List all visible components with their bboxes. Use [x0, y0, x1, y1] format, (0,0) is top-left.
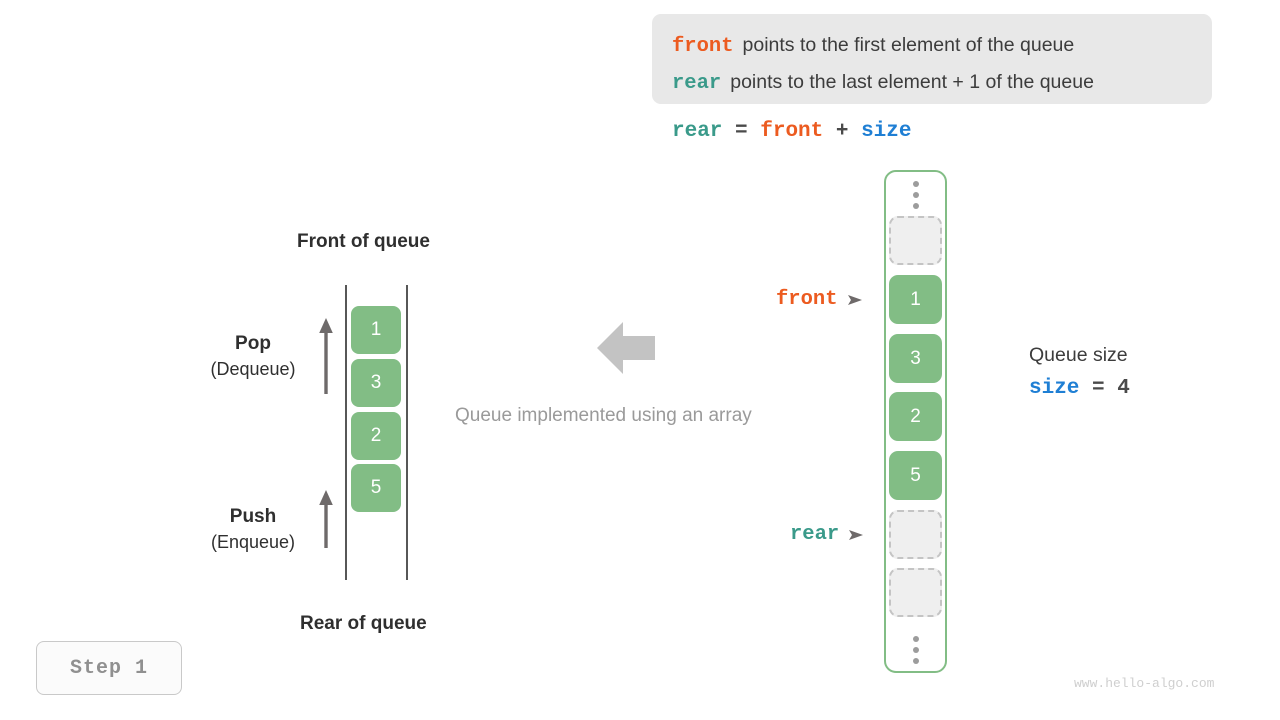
queue-size-block: Queue size size = 4 [1029, 344, 1130, 400]
size-equals: = [1079, 377, 1118, 400]
queue-cell: 2 [351, 412, 401, 460]
front-pointer: front [776, 288, 863, 311]
array-caption: Queue implemented using an array [455, 405, 752, 426]
push-up-arrow-icon [319, 490, 333, 548]
array-slot-empty [889, 568, 942, 617]
left-arrow-icon [597, 322, 655, 374]
rear-formula: rear = front + size [672, 120, 911, 143]
array-slot-filled: 2 [889, 392, 942, 441]
formula-rear: rear [672, 120, 723, 143]
front-of-queue-label: Front of queue [297, 231, 430, 252]
array-ellipsis-top-icon [912, 181, 919, 209]
queue-cell: 1 [351, 306, 401, 354]
step-badge: Step 1 [36, 641, 182, 695]
queue-cell: 3 [351, 359, 401, 407]
array-ellipsis-bottom-icon [912, 636, 919, 664]
watermark: www.hello-algo.com [1074, 676, 1215, 691]
legend-line-rear: rear points to the last element + 1 of th… [672, 64, 1212, 101]
array-slot-empty [889, 510, 942, 559]
pop-subtitle: (Dequeue) [210, 359, 296, 379]
pointer-arrow-icon [849, 529, 864, 540]
front-keyword: front [672, 35, 734, 58]
size-keyword: size [1029, 377, 1080, 400]
queue-size-title: Queue size [1029, 344, 1128, 366]
formula-plus: + [823, 120, 862, 143]
array-slot-filled: 3 [889, 334, 942, 383]
legend-line-front: front points to the first element of the … [672, 27, 1212, 64]
rear-pointer: rear [790, 523, 864, 546]
push-title: Push [229, 506, 277, 527]
front-description: points to the first element of the queue [742, 34, 1075, 56]
size-value: 4 [1117, 377, 1130, 400]
queue-rail-right [406, 285, 408, 580]
pop-operation-label: Pop (Dequeue) [178, 333, 328, 380]
rear-pointer-label: rear [790, 523, 840, 546]
array-slot-filled: 1 [889, 275, 942, 324]
array-slot-empty [889, 216, 942, 265]
push-subtitle: (Enqueue) [210, 532, 296, 552]
rear-description: points to the last element + 1 of the qu… [730, 71, 1094, 93]
push-operation-label: Push (Enqueue) [178, 506, 328, 553]
formula-size: size [861, 120, 912, 143]
pointer-arrow-icon [847, 294, 862, 305]
front-pointer-label: front [776, 288, 838, 311]
pop-up-arrow-icon [319, 318, 333, 394]
pop-title: Pop [235, 333, 271, 354]
rear-of-queue-label: Rear of queue [300, 613, 427, 634]
rear-keyword: rear [672, 72, 722, 95]
queue-rail-left [345, 285, 347, 580]
formula-equals: = [722, 120, 761, 143]
array-slot-filled: 5 [889, 451, 942, 500]
legend-box: front points to the first element of the … [652, 14, 1212, 104]
queue-size-expression: size = 4 [1029, 377, 1130, 400]
formula-front: front [760, 120, 824, 143]
queue-cell: 5 [351, 464, 401, 512]
